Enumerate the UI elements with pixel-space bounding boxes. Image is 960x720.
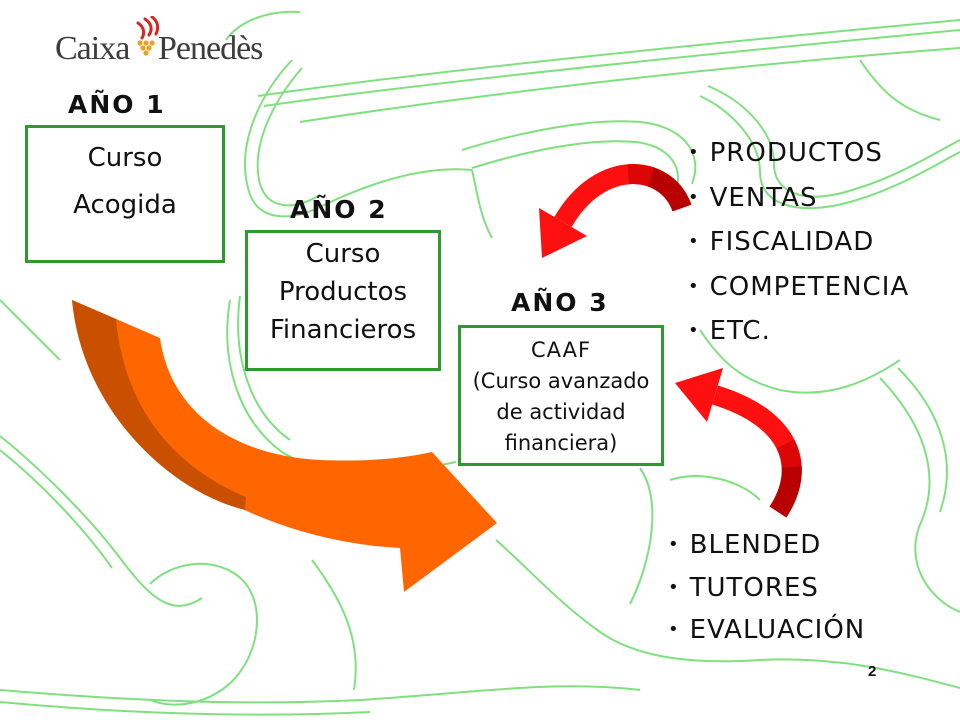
- background-line: [0, 299, 61, 361]
- topic-item: ETC.: [688, 309, 909, 354]
- year-1-label: AÑO 1: [68, 90, 166, 119]
- orange-arrow-body: [72, 300, 497, 592]
- course-line: Curso: [87, 143, 163, 173]
- topic-item: FISCALIDAD: [688, 220, 909, 265]
- background-line: [237, 295, 291, 441]
- red-arrow-head: [675, 368, 723, 422]
- red-arrow-topics: [539, 164, 692, 258]
- year-2-label: AÑO 2: [290, 195, 388, 224]
- logo-word-right: Penedès: [158, 30, 263, 67]
- background-line: [471, 169, 493, 239]
- page-number: 2: [868, 663, 877, 680]
- red-arrow-methods: [675, 368, 802, 518]
- method-item: TUTORES: [668, 567, 865, 610]
- brand-logo: Caixa Penedès: [55, 16, 270, 74]
- background-line: [897, 367, 948, 513]
- course-line: Acogida: [73, 190, 177, 220]
- course-line: Productos: [278, 277, 408, 307]
- background-line: [311, 559, 357, 691]
- course-box-year-2: Curso Productos Financieros: [245, 230, 441, 371]
- course-line: (Curso avanzado: [472, 369, 650, 393]
- background-line: [629, 467, 654, 605]
- course-line: CAAF: [530, 338, 592, 362]
- orange-progression-arrow: [72, 300, 497, 592]
- method-item: EVALUACIÓN: [668, 609, 865, 652]
- course-line: Financieros: [269, 315, 417, 345]
- background-line: [495, 539, 960, 689]
- background-line: [0, 449, 113, 569]
- course-line: Curso: [305, 239, 381, 269]
- background-line: [0, 701, 371, 716]
- red-arrow-band-shade: [711, 385, 802, 518]
- course-line: financiera): [504, 431, 618, 455]
- methods-list: BLENDED TUTORES EVALUACIÓN: [668, 524, 865, 652]
- background-line: [263, 29, 960, 107]
- method-item: BLENDED: [668, 524, 865, 567]
- background-line: [257, 19, 960, 97]
- background-line: [859, 59, 941, 121]
- red-arrow-band-shade: [554, 164, 692, 228]
- background-line: [0, 685, 641, 704]
- background-line: [471, 140, 679, 191]
- background-line: [225, 10, 301, 41]
- year-3-label: AÑO 3: [511, 288, 609, 317]
- course-box-year-1: Curso Acogida: [25, 125, 225, 263]
- course-box-year-3: CAAF (Curso avanzado de actividad financ…: [458, 325, 664, 466]
- topic-item: COMPETENCIA: [688, 265, 909, 310]
- background-line: [299, 47, 960, 123]
- topic-item: PRODUCTOS: [688, 131, 909, 176]
- background-line: [256, 67, 319, 207]
- background-line: [879, 377, 960, 613]
- logo-word-left: Caixa: [55, 30, 130, 67]
- red-arrow-band-shade: [554, 164, 692, 228]
- topics-list: PRODUCTOS VENTAS FISCALIDAD COMPETENCIA …: [688, 131, 909, 354]
- topic-item: VENTAS: [688, 176, 909, 221]
- course-line: de actividad: [496, 400, 626, 424]
- background-line: [244, 59, 473, 218]
- background-line: [699, 329, 901, 394]
- red-arrow-head: [539, 208, 587, 258]
- orange-arrow-shade: [72, 300, 246, 510]
- background-line: [0, 435, 203, 607]
- background-line: [669, 475, 761, 501]
- red-arrow-band-shade: [711, 385, 802, 518]
- flame-grapes-icon: [136, 16, 159, 56]
